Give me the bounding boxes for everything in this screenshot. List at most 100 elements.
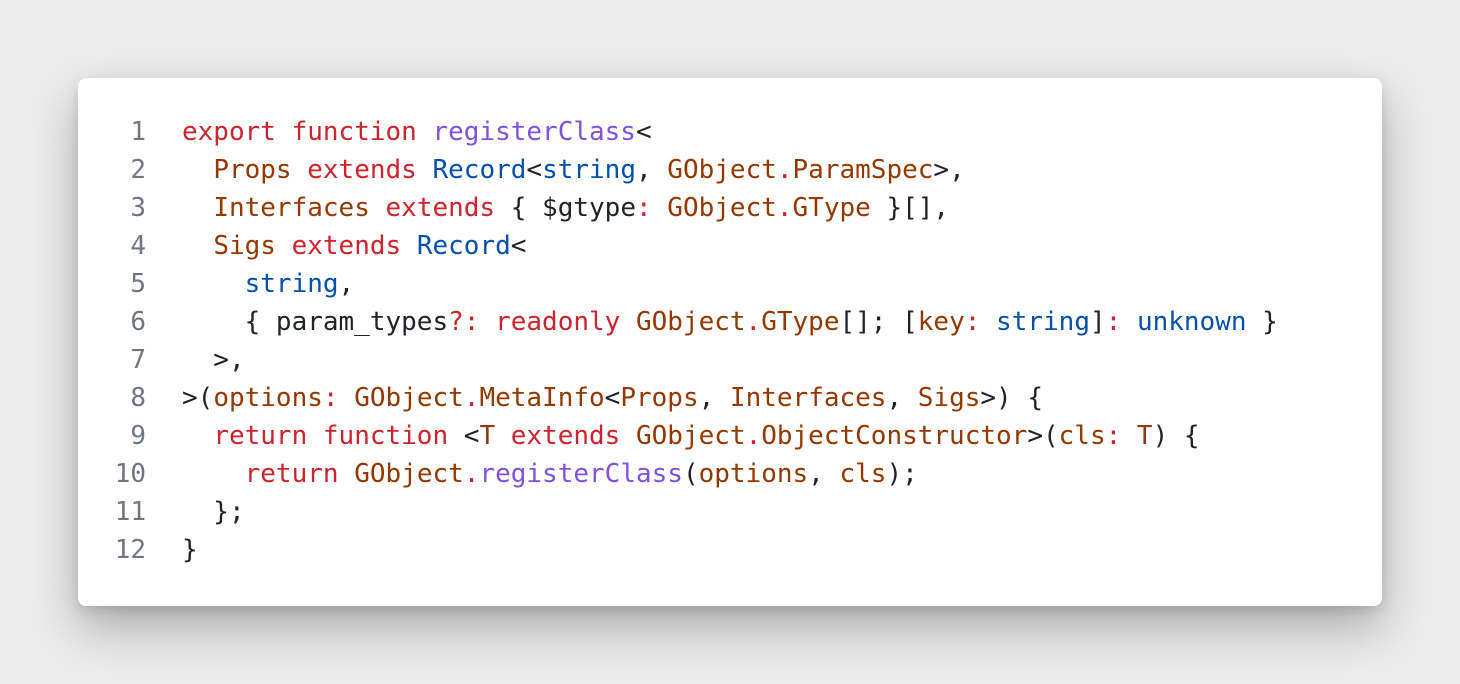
- code-line: 3 Interfaces extends { $gtype: GObject.G…: [78, 189, 1382, 227]
- plain-token: []; [: [839, 307, 918, 337]
- type-token: Sigs: [917, 383, 981, 413]
- plain-token: [479, 307, 495, 337]
- type-token: key: [917, 307, 965, 337]
- keyword-token: export: [182, 117, 276, 147]
- line-number: 6: [130, 307, 146, 337]
- code-line-text: Props extends Record<string, GObject.Par…: [182, 151, 965, 189]
- type-token: GObject: [635, 307, 746, 337]
- keyword-token: extends: [307, 155, 417, 185]
- type-token: GType: [792, 193, 871, 223]
- keyword-token: .: [463, 383, 480, 413]
- type-token: GObject: [354, 383, 464, 413]
- type-token: MetaInfo: [479, 383, 605, 413]
- keyword-token: .: [745, 421, 762, 451]
- plain-token: <: [510, 231, 527, 261]
- plain-token: [276, 117, 292, 147]
- plain-token: }: [1246, 307, 1278, 337]
- function-token: registerClass: [479, 459, 683, 489]
- code-line: 12}: [78, 531, 1382, 569]
- plain-token: [620, 307, 636, 337]
- type-token: cls: [1058, 421, 1106, 451]
- plain-token: );: [886, 459, 918, 489]
- plain-token: ) {: [1152, 421, 1200, 451]
- code-line-text: { param_types?: readonly GObject.GType[]…: [182, 303, 1278, 341]
- plain-token: [401, 231, 417, 261]
- type-token: Sigs: [213, 231, 276, 261]
- line-number: 4: [130, 231, 146, 261]
- builtin-token: Record: [432, 155, 527, 185]
- type-token: ObjectConstructor: [761, 421, 1028, 451]
- type-token: Interfaces: [729, 383, 887, 413]
- plain-token: [182, 155, 213, 185]
- type-token: T: [1136, 421, 1153, 451]
- builtin-token: string: [996, 307, 1090, 337]
- plain-token: >(: [1027, 421, 1059, 451]
- code-line: 9 return function <T extends GObject.Obj…: [78, 417, 1382, 455]
- plain-token: <: [448, 421, 480, 451]
- plain-token: <: [526, 155, 543, 185]
- plain-token: ,: [886, 383, 918, 413]
- keyword-token: function: [291, 117, 417, 147]
- line-number: 12: [114, 535, 146, 565]
- type-token: GObject: [354, 459, 464, 489]
- plain-token: [307, 421, 323, 451]
- plain-token: [1121, 421, 1137, 451]
- plain-token: ,: [338, 269, 355, 299]
- keyword-token: extends: [510, 421, 621, 451]
- type-token: ParamSpec: [792, 155, 934, 185]
- keyword-token: readonly: [495, 307, 621, 337]
- plain-token: <: [604, 383, 621, 413]
- plain-token: [652, 193, 668, 223]
- code-line-text: }: [182, 531, 198, 569]
- keyword-token: ?:: [448, 307, 480, 337]
- code-line: 6 { param_types?: readonly GObject.GType…: [78, 303, 1382, 341]
- plain-token: [1121, 307, 1137, 337]
- builtin-token: string: [244, 269, 339, 299]
- line-number: 8: [130, 383, 146, 413]
- code-line-text: >(options: GObject.MetaInfo<Props, Inter…: [182, 379, 1043, 417]
- plain-token: }: [182, 535, 198, 565]
- plain-token: ]: [1089, 307, 1106, 337]
- plain-token: [276, 231, 292, 261]
- plain-token: [182, 231, 213, 261]
- plain-token: >,: [933, 155, 965, 185]
- plain-token: [182, 269, 245, 299]
- builtin-token: Record: [416, 231, 511, 261]
- code-line-text: Sigs extends Record<: [182, 227, 526, 265]
- function-token: registerClass: [432, 117, 636, 147]
- type-token: T: [479, 421, 496, 451]
- plain-token: (: [682, 459, 699, 489]
- plain-token: [182, 193, 213, 223]
- code-line-text: return GObject.registerClass(options, cl…: [182, 455, 918, 493]
- keyword-token: .: [745, 307, 762, 337]
- plain-token: };: [182, 497, 245, 527]
- code-line-text: };: [182, 493, 245, 531]
- type-token: Props: [213, 155, 292, 185]
- code-line: 11 };: [78, 493, 1382, 531]
- code-line-text: export function registerClass<: [182, 113, 652, 151]
- plain-token: [417, 117, 433, 147]
- plain-token: { param_types: [182, 307, 449, 337]
- code-line: 2 Props extends Record<string, GObject.P…: [78, 151, 1382, 189]
- plain-token: >,: [182, 345, 245, 375]
- line-number: 11: [114, 497, 146, 527]
- keyword-token: extends: [291, 231, 402, 261]
- line-number: 9: [130, 421, 146, 451]
- keyword-token: :: [1105, 307, 1122, 337]
- code-line-text: return function <T extends GObject.Objec…: [182, 417, 1200, 455]
- plain-token: [417, 155, 433, 185]
- type-token: options: [213, 383, 323, 413]
- code-line: 10 return GObject.registerClass(options,…: [78, 455, 1382, 493]
- keyword-token: extends: [385, 193, 496, 223]
- plain-token: [620, 421, 636, 451]
- line-number: 7: [130, 345, 146, 375]
- line-number: 5: [130, 269, 146, 299]
- plain-token: { $gtype: [495, 193, 636, 223]
- keyword-token: .: [776, 155, 793, 185]
- type-token: Props: [620, 383, 699, 413]
- keyword-token: return: [244, 459, 339, 489]
- type-token: GObject: [667, 193, 777, 223]
